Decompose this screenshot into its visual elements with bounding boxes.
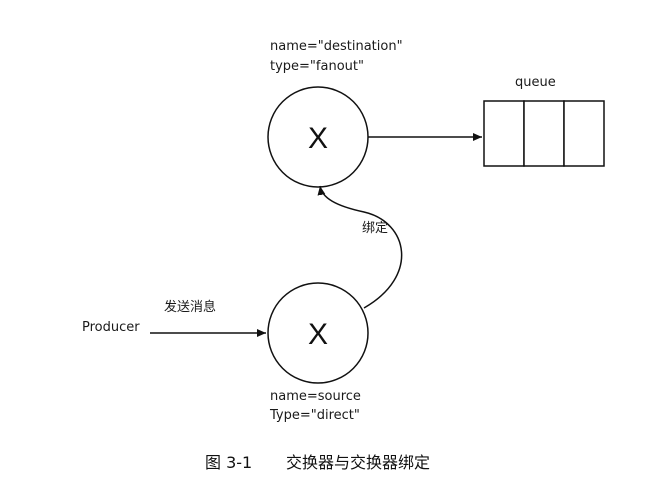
figure-title: 交换器与交换器绑定 bbox=[286, 453, 430, 472]
source-exchange-symbol: X bbox=[308, 318, 328, 351]
destination-name-label: name="destination" bbox=[270, 39, 403, 54]
figure-number: 图 3-1 bbox=[205, 453, 252, 472]
queue-slot bbox=[563, 100, 605, 167]
publish-label: 发送消息 bbox=[164, 299, 216, 315]
binding-label: 绑定 bbox=[362, 221, 388, 236]
queue-slot bbox=[483, 100, 525, 167]
binding-arrow bbox=[317, 185, 403, 309]
source-name-label: name=source bbox=[270, 389, 361, 404]
source-exchange-node bbox=[267, 282, 369, 384]
producer-label: Producer bbox=[82, 320, 140, 335]
queue-box bbox=[483, 100, 605, 167]
queue-slot bbox=[523, 100, 565, 167]
queue-label: queue bbox=[515, 75, 556, 90]
source-type-label: Type="direct" bbox=[269, 408, 360, 423]
destination-type-label: type="fanout" bbox=[270, 59, 364, 74]
destination-exchange-symbol: X bbox=[308, 122, 328, 155]
